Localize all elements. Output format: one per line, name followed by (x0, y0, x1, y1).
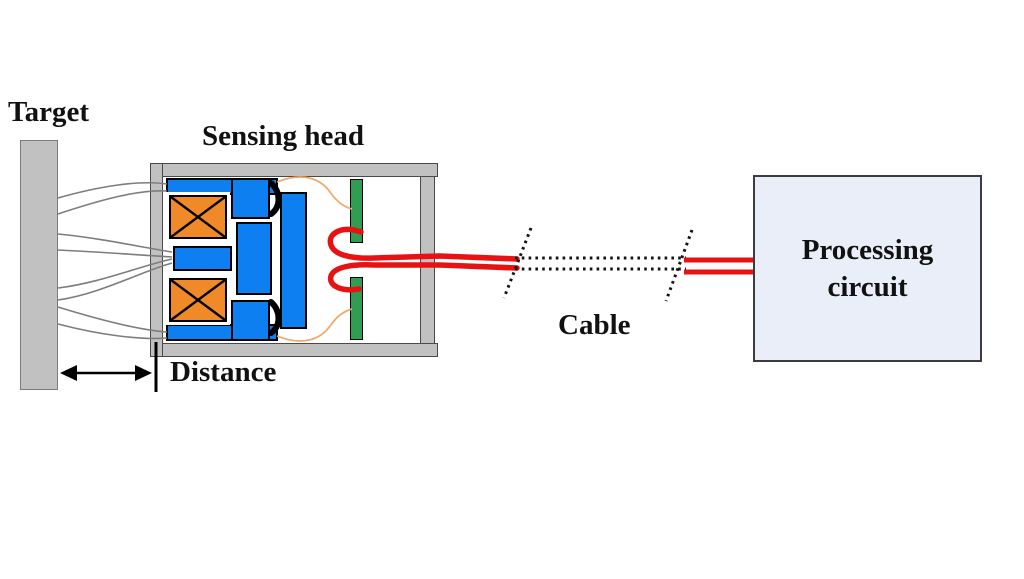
housing-top-bar (150, 163, 438, 177)
sensing-head-label: Sensing head (202, 120, 364, 152)
cable-label: Cable (558, 309, 631, 341)
distance-arrow (60, 342, 158, 392)
coil-top (169, 195, 227, 239)
core-top-flange (231, 178, 270, 219)
housing-right-bar (420, 176, 435, 344)
core-center-block (236, 222, 272, 295)
processing-circuit-box: Processing circuit (753, 175, 982, 362)
housing-bottom-bar (150, 343, 438, 357)
housing-left-bar (150, 163, 163, 357)
core-center-pole (173, 246, 232, 271)
pcb-strip-bottom (350, 277, 363, 340)
target-label: Target (8, 96, 90, 128)
cable-red-right (684, 257, 753, 275)
core-bottom-flange (231, 300, 270, 341)
core-back-plate (280, 192, 307, 329)
distance-label: Distance (170, 356, 277, 388)
winding-wedges (268, 180, 282, 336)
processing-circuit-label: Processing circuit (801, 234, 934, 303)
pcb-strip-top (350, 179, 363, 243)
cable-break-dotted (502, 227, 694, 302)
coil-crosshatch-icon (171, 280, 225, 320)
coil-crosshatch-icon (171, 197, 225, 237)
target-plate (20, 140, 58, 390)
coil-bottom (169, 278, 227, 322)
